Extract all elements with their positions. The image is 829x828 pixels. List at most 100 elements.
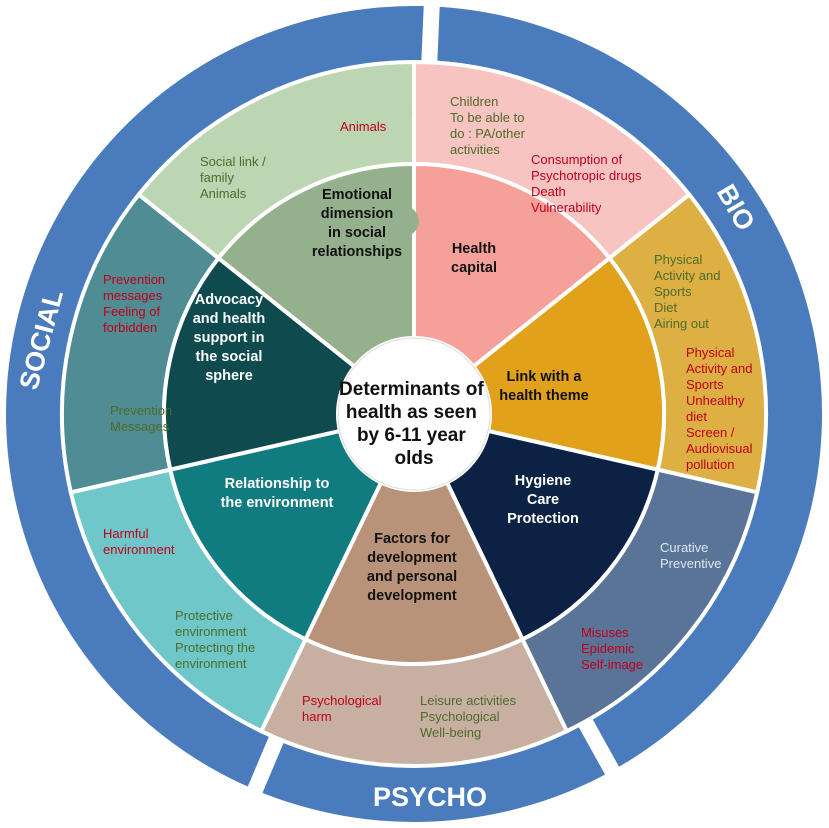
segment-label-line: Self-image [581, 657, 643, 672]
segment-title-line: development [367, 588, 457, 604]
segment-label-line: Psychological [302, 693, 382, 708]
segment-label-line: Death [531, 184, 566, 199]
segment-label-line: Diet [654, 300, 678, 315]
segment-title-line: health theme [499, 388, 588, 404]
segment-title-line: sphere [205, 368, 253, 384]
segment-title-line: Emotional [322, 187, 392, 203]
segment-label-line: Psychological [420, 709, 500, 724]
segment-label-line: Messages [110, 419, 170, 434]
segment-label-line: To be able to [450, 110, 524, 125]
segment-label-line: Feeling of [103, 304, 160, 319]
segment-title-line: Health [452, 241, 496, 257]
segment-title-line: Protection [507, 511, 579, 527]
puzzle-knob [155, 224, 184, 253]
segment-label-line: Social link / [200, 154, 266, 169]
puzzle-knob [696, 451, 725, 480]
segment-label-line: Airing out [654, 316, 709, 331]
segment-label-line: Preventive [660, 556, 721, 571]
segment-label-line: Animals [200, 186, 247, 201]
segment-label-line: Sports [686, 377, 724, 392]
segment-label-line: Prevention [103, 272, 165, 287]
segment-label-line: Physical [654, 252, 703, 267]
segment-label-line: pollution [686, 457, 734, 472]
segment-label-line: Physical [686, 345, 735, 360]
puzzle-knob [110, 482, 139, 511]
segment-label-line: Children [450, 94, 498, 109]
segment-label-line: Activity and [686, 361, 752, 376]
puzzle-knob [283, 677, 312, 706]
segment-label-line: forbidden [103, 320, 157, 335]
segment-label-line: Harmful [103, 526, 149, 541]
segment-label-line: Audiovisual [686, 441, 753, 456]
ring-label-psycho: PSYCHO [373, 782, 487, 812]
center-title: Determinants of health as seen by 6-11 y… [339, 379, 489, 469]
segment-label-line: Psychotropic drugs [531, 168, 642, 183]
segment-title-line: Hygiene [515, 473, 571, 489]
segment-label-line: Consumption of [531, 152, 622, 167]
segment-label-line: Animals [340, 119, 387, 134]
segment-label-line: Well-being [420, 725, 481, 740]
puzzle-knob [625, 200, 654, 229]
segment-label-line: family [200, 170, 234, 185]
segment-label-line: Protecting the [175, 640, 255, 655]
center-title-line: olds [394, 448, 433, 469]
segment-title-line: capital [451, 260, 497, 276]
segment-title-line: Care [527, 492, 559, 508]
segment-label-line: Leisure activities [420, 693, 517, 708]
segment-title-line: Advocacy [195, 292, 264, 308]
center-title-line: Determinants of [339, 379, 484, 400]
segment-label-line: do : PA/other [450, 126, 526, 141]
segment-label-line: messages [103, 288, 163, 303]
segment-label-line: Unhealthy [686, 393, 745, 408]
segment-title-line: relationships [312, 244, 402, 260]
segment-label-line: Protective [175, 608, 233, 623]
segment-label-line: Curative [660, 540, 708, 555]
segment-title-line: support in [194, 330, 265, 346]
segment-label-emotional-dimension: Animals [340, 119, 387, 134]
segment-label-line: environment [175, 624, 247, 639]
center-title-line: health as seen [346, 402, 477, 423]
segment-title-line: the environment [221, 495, 334, 511]
segment-title-line: Link with a [507, 369, 583, 385]
segment-title-line: Relationship to [225, 476, 330, 492]
segment-title-line: dimension [321, 206, 394, 222]
segment-label-line: Misuses [581, 625, 629, 640]
segment-title-link-health-theme: Link with a health theme [499, 369, 588, 404]
segment-title-relationship-environment: Relationship to the environment [221, 476, 334, 511]
segment-label-line: Sports [654, 284, 692, 299]
puzzle-knob [388, 206, 419, 237]
center-circle [337, 337, 491, 491]
segment-label-line: diet [686, 409, 707, 424]
segment-title-line: Factors for [374, 531, 450, 547]
puzzle-knob [544, 663, 573, 692]
segment-title-line: and health [193, 311, 266, 327]
segment-label-line: Prevention [110, 403, 172, 418]
segment-title-line: development [367, 550, 457, 566]
center-title-line: by 6-11 year [357, 425, 466, 446]
segment-label-line: harm [302, 709, 332, 724]
segment-label-line: Activity and [654, 268, 720, 283]
segment-title-health-capital: Health capital [451, 241, 497, 276]
segments-layer [60, 59, 768, 768]
segment-label-line: environment [103, 542, 175, 557]
segment-label-line: Screen / [686, 425, 735, 440]
segment-label-line: Vulnerability [531, 200, 602, 215]
